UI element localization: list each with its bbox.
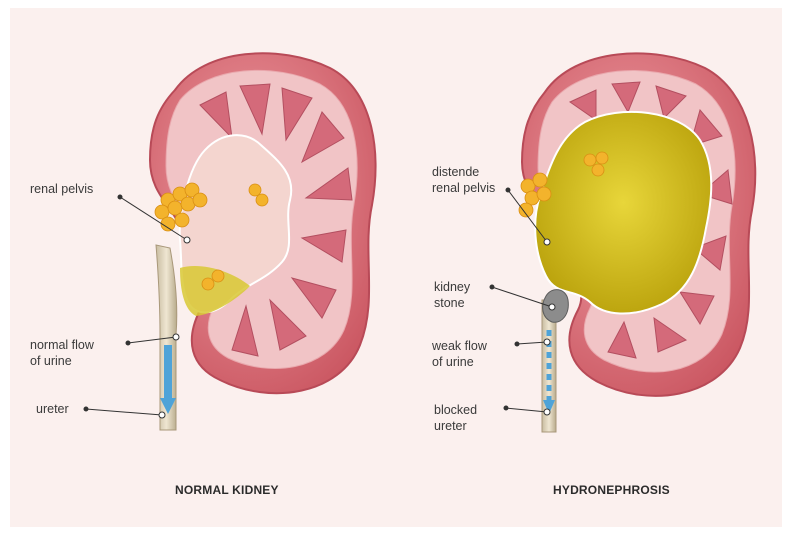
label-distended-pelvis: distende renal pelvis [432,164,495,196]
label-ureter: ureter [36,401,69,417]
kidney-stone [543,290,569,323]
leader-ureter [86,409,162,415]
title-hydronephrosis: HYDRONEPHROSIS [553,483,670,497]
normal-kidney [150,53,376,430]
label-weak-flow: weak flow of urine [432,338,487,370]
leader-blocked-ureter [506,408,547,412]
label-renal-pelvis: renal pelvis [30,181,93,197]
label-blocked-ureter: blocked ureter [434,402,477,434]
leader-kidney-stone [492,287,552,307]
label-normal-flow: normal flow of urine [30,337,94,369]
label-kidney-stone: kidney stone [434,279,470,311]
hydronephrosis-kidney [519,53,755,432]
title-normal-kidney: NORMAL KIDNEY [175,483,279,497]
